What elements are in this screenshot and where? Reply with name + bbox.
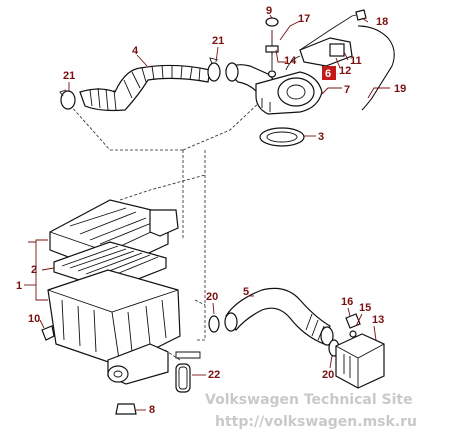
label-part-9: 9: [266, 5, 272, 17]
label-part-4: 4: [132, 45, 139, 57]
label-part-14: 14: [284, 55, 297, 67]
label-part-20-right: 20: [322, 369, 334, 381]
label-part-19: 19: [394, 83, 406, 95]
label-part-15: 15: [359, 302, 371, 314]
part-labels: 4 21 21 9 14 17 18 11 12 6 7 19 3 1 2 10…: [16, 5, 406, 416]
label-part-21-upper: 21: [212, 35, 224, 47]
label-part-1: 1: [16, 280, 22, 292]
watermark: Volkswagen Technical Site http://volkswa…: [205, 392, 417, 430]
intake-hose-lower: [224, 287, 334, 346]
label-part-20-left: 20: [206, 291, 218, 303]
intake-hose-upper: [79, 64, 211, 112]
label-part-5: 5: [243, 286, 249, 298]
label-part-10: 10: [28, 313, 40, 325]
seal-strip: [175, 351, 201, 393]
air-filter-housing: [47, 199, 181, 415]
watermark-url: http://volkswagen.msk.ru: [215, 414, 417, 430]
intake-elbow-assembly: [225, 17, 353, 115]
mounting-bracket: [335, 313, 385, 389]
label-part-22: 22: [208, 369, 220, 381]
label-part-16: 16: [341, 296, 353, 308]
breather-hoses: [299, 9, 395, 111]
label-part-13: 13: [372, 314, 384, 326]
sealing-ring: [259, 127, 305, 147]
retaining-clip: [41, 325, 55, 341]
label-part-7: 7: [344, 84, 350, 96]
hose-clamp-left: [59, 89, 76, 110]
label-part-8: 8: [149, 404, 155, 416]
label-part-18: 18: [376, 16, 388, 28]
watermark-title: Volkswagen Technical Site: [205, 392, 413, 408]
hose-clamp-lower-left: [208, 315, 220, 333]
highlight-box-part-6: [322, 66, 336, 80]
label-part-2: 2: [31, 264, 37, 276]
label-part-6: 6: [325, 68, 331, 80]
leader-lines: [24, 14, 390, 411]
label-part-3: 3: [318, 131, 324, 143]
label-part-12: 12: [339, 65, 351, 77]
hose-clamp-upper: [207, 57, 221, 82]
label-part-17: 17: [298, 13, 310, 25]
label-part-11: 11: [350, 55, 362, 67]
label-part-21-left: 21: [63, 70, 75, 82]
